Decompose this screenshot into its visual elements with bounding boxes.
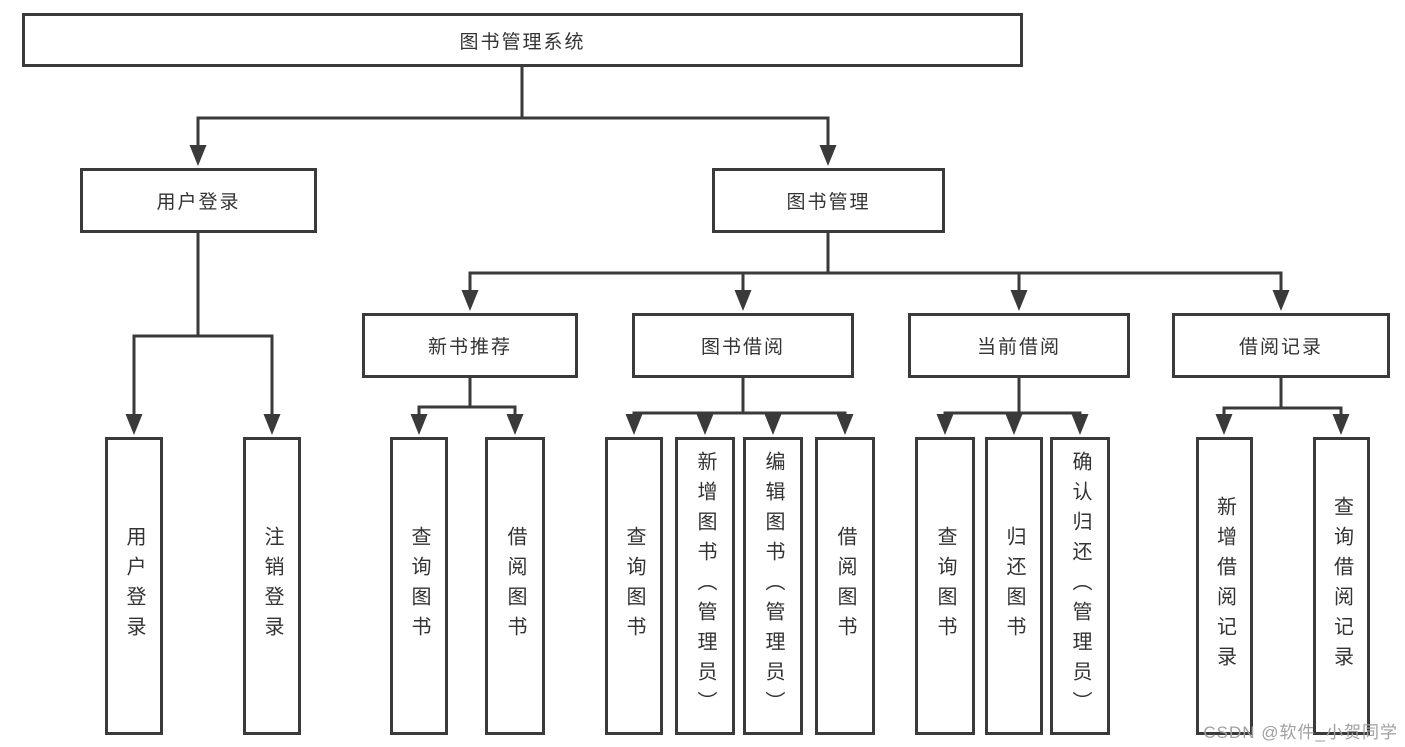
leaf-return-book: 归还图书 [985,437,1043,735]
leaf-user-login: 用户登录 [105,437,163,735]
leaf-confirm-return-admin: 确认归还（管理员） [1050,437,1110,735]
leaf-recommend-query-book: 查询图书 [390,437,448,735]
leaf-add-borrow-record: 新增借阅记录 [1196,437,1253,735]
node-root: 图书管理系统 [22,13,1023,67]
leaf-logout: 注销登录 [243,437,301,735]
leaf-borrow-query-book: 查询图书 [605,437,663,735]
leaf-add-book-admin: 新增图书（管理员） [675,437,735,735]
node-new-book-recommend: 新书推荐 [362,313,578,378]
node-user-login: 用户登录 [80,168,317,233]
arrowhead-icons [125,145,1350,435]
leaf-current-query-book: 查询图书 [915,437,975,735]
leaf-borrow-book: 借阅图书 [815,437,875,735]
csdn-watermark: CSDN @软件_小贺同学 [1203,723,1398,742]
leaf-edit-book-admin: 编辑图书（管理员） [743,437,803,735]
leaf-query-borrow-record: 查询借阅记录 [1313,437,1370,735]
node-book-management: 图书管理 [712,168,945,233]
node-borrow-record: 借阅记录 [1172,313,1390,378]
node-book-borrow: 图书借阅 [632,313,854,378]
leaf-recommend-borrow-book: 借阅图书 [485,437,545,735]
node-current-borrow: 当前借阅 [908,313,1130,378]
